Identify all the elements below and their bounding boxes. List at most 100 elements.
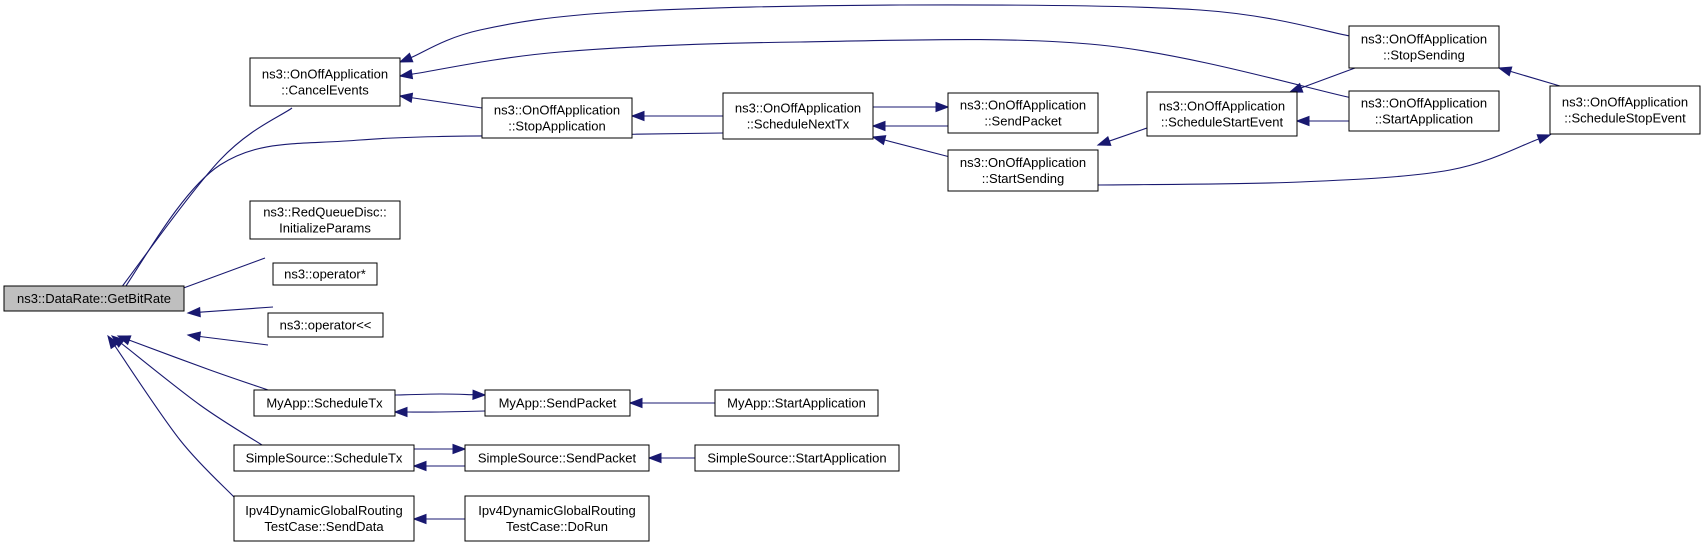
node-initializeparams[interactable]: ns3::RedQueueDisc::InitializeParams xyxy=(249,200,401,240)
node-box xyxy=(947,92,1099,134)
node-onoff-sendpacket[interactable]: ns3::OnOffApplication::SendPacket xyxy=(947,92,1099,134)
node-schedulestopevent[interactable]: ns3::OnOffApplication::ScheduleStopEvent xyxy=(1549,85,1701,135)
edge-line xyxy=(884,139,951,158)
edge-stopsending-to-schedulestartevent xyxy=(1288,67,1356,93)
node-stopsending[interactable]: ns3::OnOffApplication::StopSending xyxy=(1348,25,1500,69)
edge-operator-mul-to-getbitrate xyxy=(186,306,274,318)
edge-line xyxy=(121,342,263,446)
arrowhead-icon xyxy=(412,460,427,472)
arrowhead-icon xyxy=(393,406,408,418)
arrowhead-icon xyxy=(107,334,120,350)
arrowhead-icon xyxy=(1497,66,1513,77)
node-box xyxy=(722,92,874,140)
node-label: ns3::OnOffApplication xyxy=(262,67,388,82)
node-myapp-sendpacket[interactable]: MyApp::SendPacket xyxy=(484,389,631,417)
node-box xyxy=(253,389,396,417)
edge-layer xyxy=(107,4,1561,525)
node-label: ns3::OnOffApplication xyxy=(735,101,861,116)
node-label: InitializeParams xyxy=(279,221,371,236)
node-onoff-startapplication[interactable]: ns3::OnOffApplication::StartApplication xyxy=(1348,90,1500,132)
edge-simplesource-sendpacket-to-simplesource-scheduletx xyxy=(412,460,465,472)
node-schedulenexttx[interactable]: ns3::OnOffApplication::ScheduleNextTx xyxy=(722,92,874,140)
node-operator-shift[interactable]: ns3::operator<< xyxy=(267,312,384,338)
node-label: ::ScheduleStopEvent xyxy=(1564,111,1686,126)
node-label: ns3::operator* xyxy=(284,267,366,282)
edge-simplesource-scheduletx-to-simplesource-sendpacket xyxy=(414,443,467,455)
edge-line xyxy=(1510,70,1561,87)
node-label: MyApp::ScheduleTx xyxy=(266,396,383,411)
edge-startsending-to-schedulestopevent xyxy=(1097,134,1552,186)
edge-stopsending-to-cancelevents xyxy=(398,4,1351,63)
node-schedulestartevent[interactable]: ns3::OnOffApplication::ScheduleStartEven… xyxy=(1146,91,1298,137)
node-label: SimpleSource::StartApplication xyxy=(707,451,886,466)
arrowhead-icon xyxy=(186,306,201,318)
edge-schedulenexttx-to-stopapplication xyxy=(630,110,723,122)
edge-line xyxy=(199,306,274,313)
node-box xyxy=(464,495,650,542)
node-label: ::CancelEvents xyxy=(281,83,369,98)
edge-onoff-startapplication-to-cancelevents xyxy=(398,38,1353,99)
edge-schedulestopevent-to-stopsending xyxy=(1497,66,1561,87)
node-label: SimpleSource::ScheduleTx xyxy=(246,451,403,466)
arrowhead-icon xyxy=(452,443,467,455)
edge-ipv4-senddata-to-getbitrate xyxy=(107,334,235,498)
node-box xyxy=(233,444,415,472)
node-box xyxy=(714,389,879,417)
node-myapp-startapplication[interactable]: MyApp::StartApplication xyxy=(714,389,879,417)
arrowhead-icon xyxy=(628,397,643,409)
edge-myapp-scheduletx-to-getbitrate xyxy=(116,335,269,391)
edge-schedulenexttx-to-getbitrate xyxy=(111,132,724,307)
edge-stopapplication-to-cancelevents xyxy=(398,92,483,109)
node-operator-mul[interactable]: ns3::operator* xyxy=(272,262,378,286)
node-simplesource-scheduletx[interactable]: SimpleSource::ScheduleTx xyxy=(233,444,415,472)
node-label: ns3::OnOffApplication xyxy=(494,103,620,118)
node-getbitrate[interactable]: ns3::DataRate::GetBitRate xyxy=(3,285,185,312)
arrowhead-icon xyxy=(935,101,950,113)
node-cancelevents[interactable]: ns3::OnOffApplication::CancelEvents xyxy=(249,57,401,107)
node-label: ::StopSending xyxy=(1383,48,1465,63)
node-box xyxy=(272,262,378,286)
node-label: ns3::RedQueueDisc:: xyxy=(263,205,387,220)
node-label: Ipv4DynamicGlobalRouting xyxy=(245,503,403,518)
node-startsending[interactable]: ns3::OnOffApplication::StartSending xyxy=(947,149,1099,192)
node-box xyxy=(3,285,185,312)
node-simplesource-sendpacket[interactable]: SimpleSource::SendPacket xyxy=(464,444,650,472)
arrowhead-icon xyxy=(871,120,886,132)
node-label: Ipv4DynamicGlobalRouting xyxy=(478,503,636,518)
node-label: TestCase::SendData xyxy=(264,519,384,534)
edge-onoff-startapplication-to-schedulestartevent xyxy=(1295,115,1349,127)
arrowhead-icon xyxy=(871,135,887,146)
edge-line xyxy=(114,107,293,296)
arrowhead-icon xyxy=(1536,134,1552,145)
edge-onoff-sendpacket-to-schedulenexttx xyxy=(871,120,948,132)
node-label: ns3::operator<< xyxy=(280,318,372,333)
edge-line xyxy=(1097,138,1539,186)
node-myapp-scheduletx[interactable]: MyApp::ScheduleTx xyxy=(253,389,396,417)
node-label: ::StartApplication xyxy=(1375,112,1473,127)
arrowhead-icon xyxy=(1096,135,1112,146)
arrowhead-icon xyxy=(398,68,414,80)
edge-line xyxy=(199,335,269,346)
node-box xyxy=(481,97,633,139)
node-box xyxy=(249,57,401,107)
edge-myapp-scheduletx-to-myapp-sendpacket xyxy=(394,389,487,400)
node-label: ns3::OnOffApplication xyxy=(960,98,1086,113)
edge-schedulestartevent-to-startsending xyxy=(1096,127,1148,146)
node-stopapplication[interactable]: ns3::OnOffApplication::StopApplication xyxy=(481,97,633,139)
arrowhead-icon xyxy=(398,92,414,103)
edge-myapp-startapplication-to-myapp-sendpacket xyxy=(628,397,715,409)
node-box xyxy=(464,444,650,472)
edge-line xyxy=(406,410,486,413)
node-box xyxy=(249,200,401,240)
edge-simplesource-scheduletx-to-getbitrate xyxy=(110,335,263,446)
node-label: ns3::OnOffApplication xyxy=(1159,99,1285,114)
edge-operator-shift-to-getbitrate xyxy=(186,331,269,346)
arrowhead-icon xyxy=(647,452,662,464)
edge-line xyxy=(114,345,235,498)
edge-myapp-sendpacket-to-myapp-scheduletx xyxy=(393,406,486,418)
node-ipv4-senddata[interactable]: Ipv4DynamicGlobalRoutingTestCase::SendDa… xyxy=(233,495,415,542)
edge-startsending-to-schedulenexttx xyxy=(871,135,951,158)
node-simplesource-startapplication[interactable]: SimpleSource::StartApplication xyxy=(694,444,900,472)
edge-simplesource-startapplication-to-simplesource-sendpacket xyxy=(647,452,695,464)
